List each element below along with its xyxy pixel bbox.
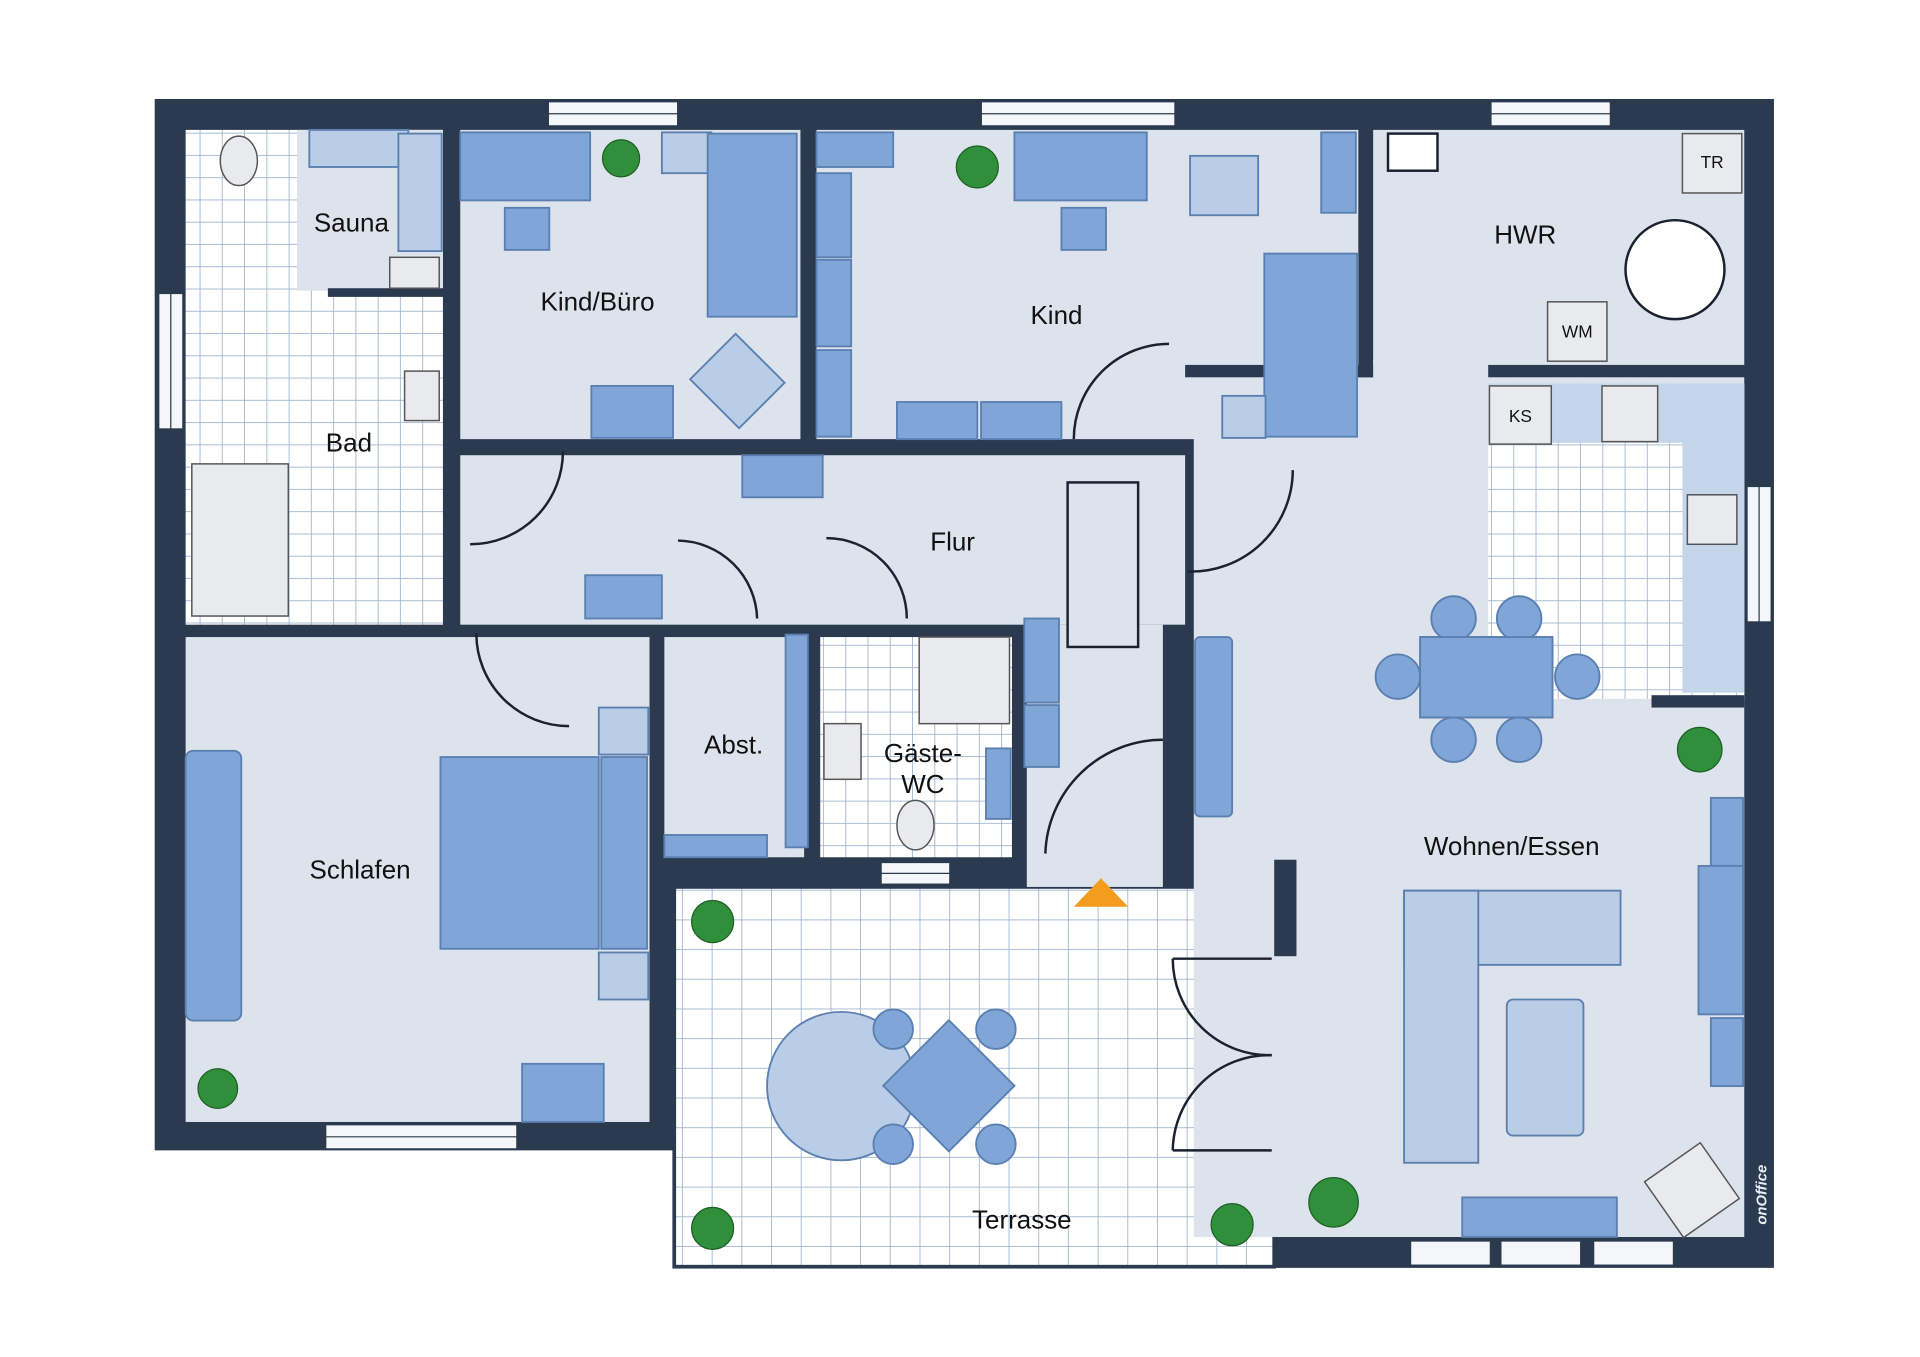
plant-icons xyxy=(197,139,1723,1250)
living-corridor xyxy=(1373,358,1489,384)
furniture xyxy=(184,128,1744,1239)
room-label-sauna: Sauna xyxy=(314,207,390,237)
kitchen-wall xyxy=(1651,695,1745,708)
onoffice-logo: onOffice xyxy=(1755,1165,1771,1225)
abst-floor xyxy=(664,637,805,858)
windows xyxy=(157,100,1773,1267)
room-label-bad: Bad xyxy=(326,428,372,458)
room-label-wohnen-essen: Wohnen/Essen xyxy=(1424,831,1600,861)
living-wall-terrace xyxy=(1274,859,1297,957)
room-label-kind: Kind xyxy=(1030,300,1082,330)
appliance-label-ks: KS xyxy=(1509,406,1532,426)
entrance-arrow-icon xyxy=(1073,878,1129,907)
room-label-flur: Flur xyxy=(930,526,975,556)
wall-sauna xyxy=(327,288,446,297)
room-label-gaeste-wc-1: Gäste- xyxy=(884,738,962,768)
appliance-label-tr: TR xyxy=(1701,152,1724,172)
doors xyxy=(470,342,1294,1152)
room-label-kind-buero: Kind/Büro xyxy=(541,286,655,316)
room-label-hwr: HWR xyxy=(1494,220,1556,250)
appliance-label-wm: WM xyxy=(1562,322,1593,342)
room-label-gaeste-wc-2: WC xyxy=(901,769,944,799)
room-label-schlafen: Schlafen xyxy=(310,854,411,884)
room-label-abst: Abst. xyxy=(704,729,763,759)
room-label-terrasse: Terrasse xyxy=(972,1204,1072,1234)
